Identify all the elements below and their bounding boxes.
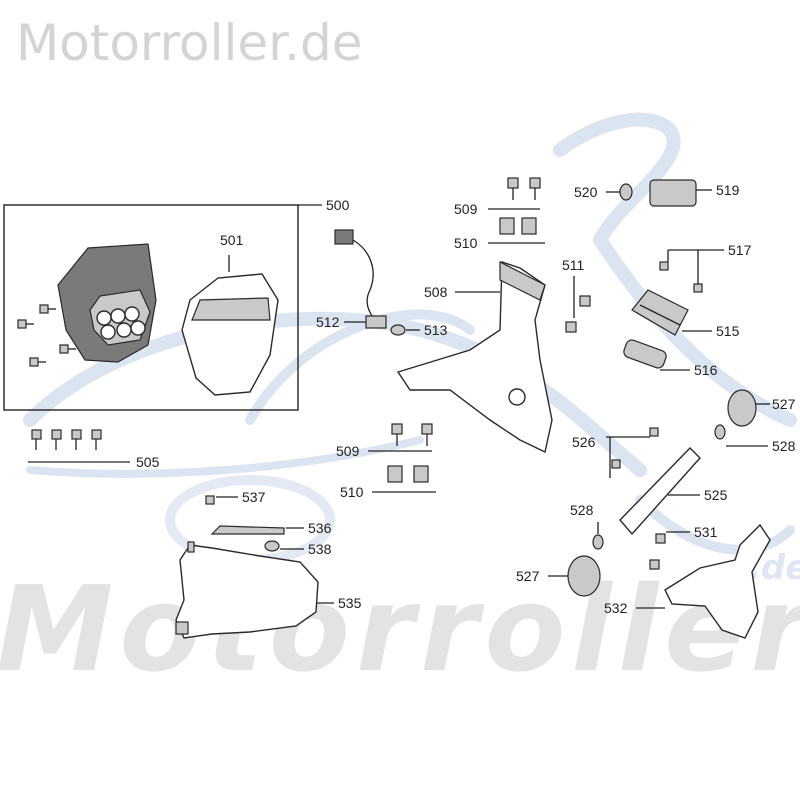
watermark-text: Motorroller <box>0 560 800 680</box>
clips-510-top <box>499 217 537 235</box>
tail-lamp-housing <box>57 243 157 363</box>
wire-harness-512 <box>334 229 387 329</box>
callout-535: 535 <box>338 595 362 611</box>
callout-511: 511 <box>562 257 585 273</box>
callout-528-left: 528 <box>570 502 594 518</box>
callout-537: 537 <box>242 489 266 505</box>
callout-528-right: 528 <box>772 438 796 454</box>
assembly-frame-500 <box>3 204 299 411</box>
bolts-509-bottom <box>391 423 433 446</box>
bolt-537 <box>205 495 215 505</box>
bolts-509-top <box>507 177 541 200</box>
callout-509-top: 509 <box>454 201 478 217</box>
nut-520 <box>619 183 633 201</box>
cover-535 <box>175 544 319 639</box>
callout-538: 538 <box>308 541 332 557</box>
callout-526: 526 <box>572 434 596 450</box>
rear-fender-508 <box>396 261 553 454</box>
callout-516: 516 <box>694 362 718 378</box>
site-logo-text: Motorroller.de <box>16 14 363 72</box>
lamp-screws <box>17 304 76 367</box>
callout-519: 519 <box>716 182 740 198</box>
callout-512: 512 <box>316 314 340 330</box>
clip-538 <box>264 540 280 552</box>
callout-505: 505 <box>136 454 160 470</box>
nut-528-left <box>592 534 604 550</box>
screws-526 <box>611 427 659 469</box>
reflector-519 <box>649 179 697 207</box>
bolts-511 <box>565 295 591 333</box>
screws-517 <box>659 261 703 293</box>
bracket-515 <box>631 289 689 336</box>
callout-527-right: 527 <box>772 396 796 412</box>
nut-513 <box>390 324 406 336</box>
callout-510-bottom: 510 <box>340 484 364 500</box>
license-bracket-532 <box>664 523 771 639</box>
callout-513: 513 <box>424 322 448 338</box>
clips-510-bottom <box>387 465 429 483</box>
callout-508: 508 <box>424 284 448 300</box>
callout-525: 525 <box>704 487 728 503</box>
callout-527-left: 527 <box>516 568 540 584</box>
tail-lamp-lens <box>181 273 279 396</box>
callout-531: 531 <box>694 524 718 540</box>
callout-501: 501 <box>220 232 244 248</box>
callout-510-top: 510 <box>454 235 478 251</box>
lens-516 <box>623 339 667 369</box>
stay-525 <box>619 447 701 536</box>
bolts-531 <box>649 533 666 570</box>
callout-517: 517 <box>728 242 752 258</box>
callout-509-bottom: 509 <box>336 443 360 459</box>
callout-532: 532 <box>604 600 628 616</box>
callout-536: 536 <box>308 520 332 536</box>
reflector-527-left <box>567 555 601 597</box>
reflector-527-right <box>727 389 757 427</box>
callout-500: 500 <box>326 197 350 213</box>
hose-536 <box>210 525 285 535</box>
nut-528-right <box>714 424 726 440</box>
callout-520: 520 <box>574 184 598 200</box>
callout-515: 515 <box>716 323 740 339</box>
screw-set-505 <box>31 429 102 450</box>
